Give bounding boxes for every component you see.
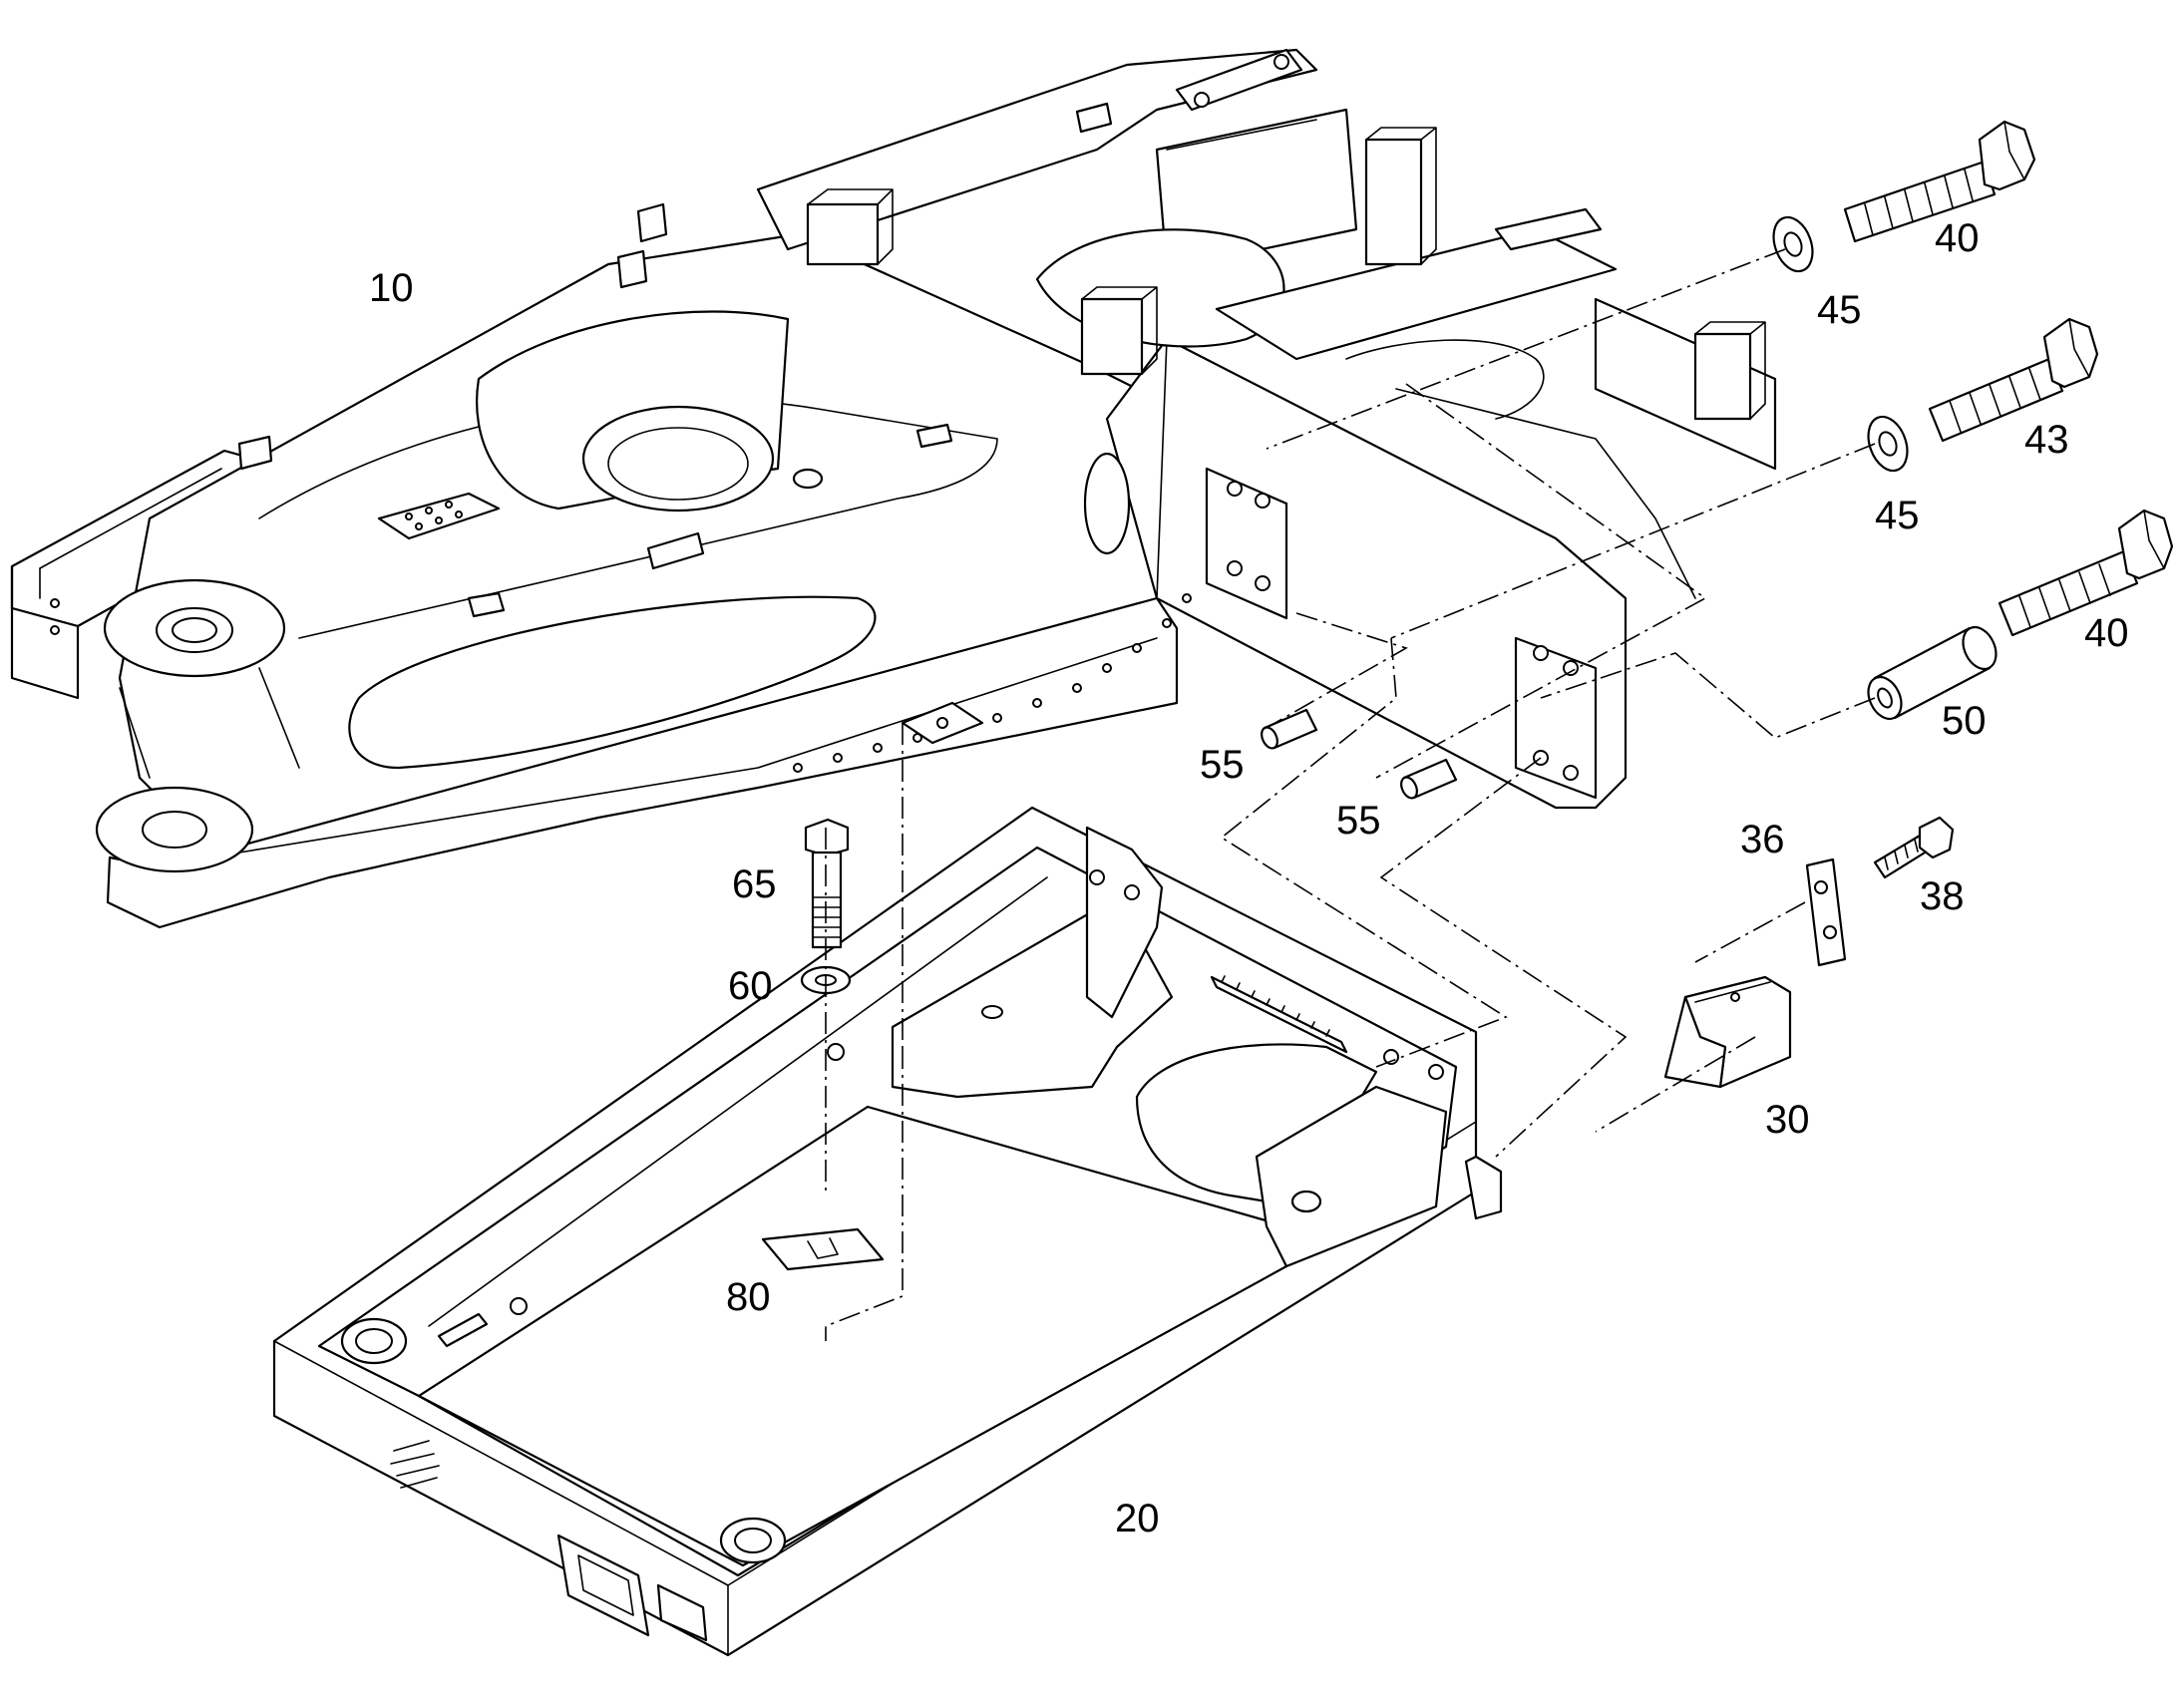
frame-hole-row <box>793 593 1192 773</box>
callout-40-lower: 40 <box>2084 611 2129 655</box>
bolt-part-40-upper <box>1843 120 2036 243</box>
callout-40-upper: 40 <box>1935 216 1980 260</box>
callout-55-upper: 55 <box>1200 743 1245 787</box>
cover-part-30 <box>1663 975 1792 1089</box>
washer-part-45-upper <box>1772 215 1814 273</box>
callout-43: 43 <box>2024 418 2069 462</box>
assembly-centerlines <box>825 248 1876 1341</box>
upper-frame-part-10 <box>10 48 1777 929</box>
callout-10: 10 <box>369 266 414 310</box>
sleeve-part-50 <box>1867 625 1998 721</box>
bolt-part-38 <box>1873 816 1955 879</box>
pin-part-55-lower <box>1400 758 1458 800</box>
lower-tray-part-20 <box>272 806 1503 1657</box>
washer-part-45-lower <box>1867 415 1909 473</box>
callout-55-lower: 55 <box>1336 799 1381 843</box>
callout-20: 20 <box>1115 1497 1160 1540</box>
bolt-part-43 <box>1928 317 2099 443</box>
callout-30: 30 <box>1765 1098 1810 1142</box>
tray-rack-teeth <box>1221 975 1330 1037</box>
callout-36: 36 <box>1740 818 1785 861</box>
callout-45-lower: 45 <box>1875 494 1920 537</box>
callout-45-upper: 45 <box>1817 288 1862 332</box>
callout-80: 80 <box>726 1275 771 1319</box>
callout-50: 50 <box>1942 699 1987 743</box>
callout-38: 38 <box>1920 874 1965 918</box>
bolt-part-65 <box>804 818 850 949</box>
plate-part-36 <box>1805 857 1847 967</box>
shim-part-80 <box>761 1227 885 1271</box>
callout-60: 60 <box>728 964 773 1008</box>
callout-65: 65 <box>732 862 777 906</box>
pin-part-55-upper <box>1261 708 1318 750</box>
bolt-part-40-lower <box>1998 509 2174 637</box>
